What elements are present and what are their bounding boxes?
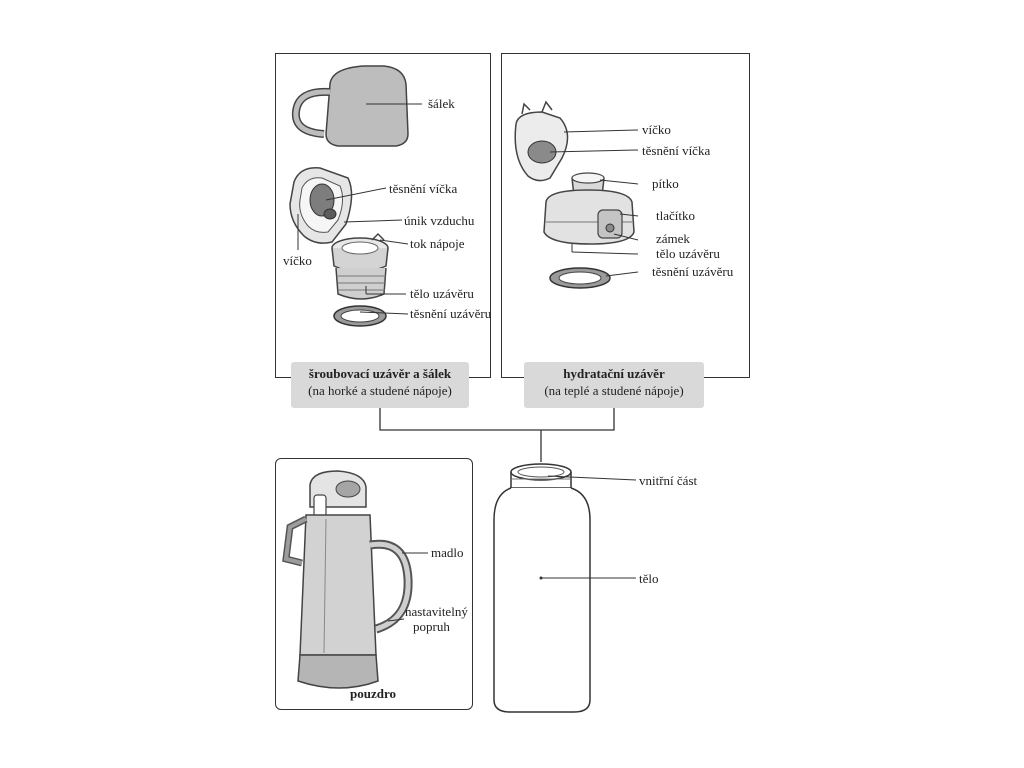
case-illustration: [282, 470, 428, 689]
hydration-lid-label: víčko: [642, 122, 671, 137]
hydration-closure-caption: hydratační uzávěr (na teplé a studené ná…: [524, 362, 704, 408]
hydration-closure-panel: víčko těsnění víčka pítko tlačítko zámek…: [501, 53, 750, 378]
strap-label-line2: popruh: [413, 619, 450, 634]
spout-label: pítko: [652, 176, 679, 191]
handle-label: madlo: [431, 545, 464, 560]
hydration-closure-caption-subtitle: (na teplé a studené nápoje): [544, 383, 684, 398]
hydration-closure-caption-title: hydratační uzávěr: [563, 366, 665, 381]
cup-label: šálek: [428, 96, 455, 111]
drink-flow-label: tok nápoje: [410, 236, 465, 251]
screw-closure-illustration: [289, 65, 422, 327]
lid-label: víčko: [283, 253, 312, 268]
bottle-body-label: tělo: [639, 571, 659, 586]
button-label: tlačítko: [656, 208, 695, 223]
hydration-body-drawing: [543, 189, 635, 245]
screw-closure-panel: šálek těsnění víčka únik vzduchu víčko t…: [275, 53, 491, 378]
case-sleeve-drawing: [297, 514, 379, 689]
case-strap-drawing: [282, 515, 308, 567]
case-panel: madlo nastavitelný popruh pouzdro: [275, 458, 473, 710]
case-title: pouzdro: [350, 686, 396, 701]
bottle-drawing: [493, 463, 591, 713]
cup-drawing: [291, 65, 409, 147]
hydration-leader-lines: [549, 129, 639, 277]
hydration-seal-drawing: [549, 267, 611, 289]
hydration-lid-seal-label: těsnění víčka: [642, 143, 711, 158]
lid-drawing: [289, 167, 353, 244]
closure-body-label: tělo uzávěru: [410, 286, 474, 301]
closure-seal-drawing: [333, 305, 387, 327]
screw-closure-caption-title: šroubovací uzávěr a šálek: [308, 366, 452, 381]
inner-part-label: vnitřní část: [639, 473, 698, 488]
case-leader-lines: [387, 552, 428, 622]
closure-seal-label: těsnění uzávěru: [410, 306, 492, 321]
strap-label-line1: nastavitelný: [405, 604, 468, 619]
lock-label: zámek: [656, 231, 690, 246]
case-bottle-cap-drawing: [309, 470, 367, 518]
bottle-leader-lines: [541, 475, 637, 579]
case-handle-drawing: [369, 539, 413, 634]
screw-closure-caption-subtitle: (na horké a studené nápoje): [308, 383, 452, 398]
drink-mechanism-drawing: [331, 232, 389, 273]
lid-seal-label: těsnění víčka: [389, 181, 458, 196]
hydration-closure-illustration: [514, 100, 639, 289]
hydration-closure-body-label: tělo uzávěru: [656, 246, 720, 261]
screw-leader-lines: [297, 103, 422, 315]
screw-closure-caption: šroubovací uzávěr a šálek (na horké a st…: [291, 362, 469, 408]
hydration-closure-seal-label: těsnění uzávěru: [652, 264, 734, 279]
flip-lid-drawing: [514, 100, 569, 182]
air-vent-label: únik vzduchu: [404, 213, 475, 228]
